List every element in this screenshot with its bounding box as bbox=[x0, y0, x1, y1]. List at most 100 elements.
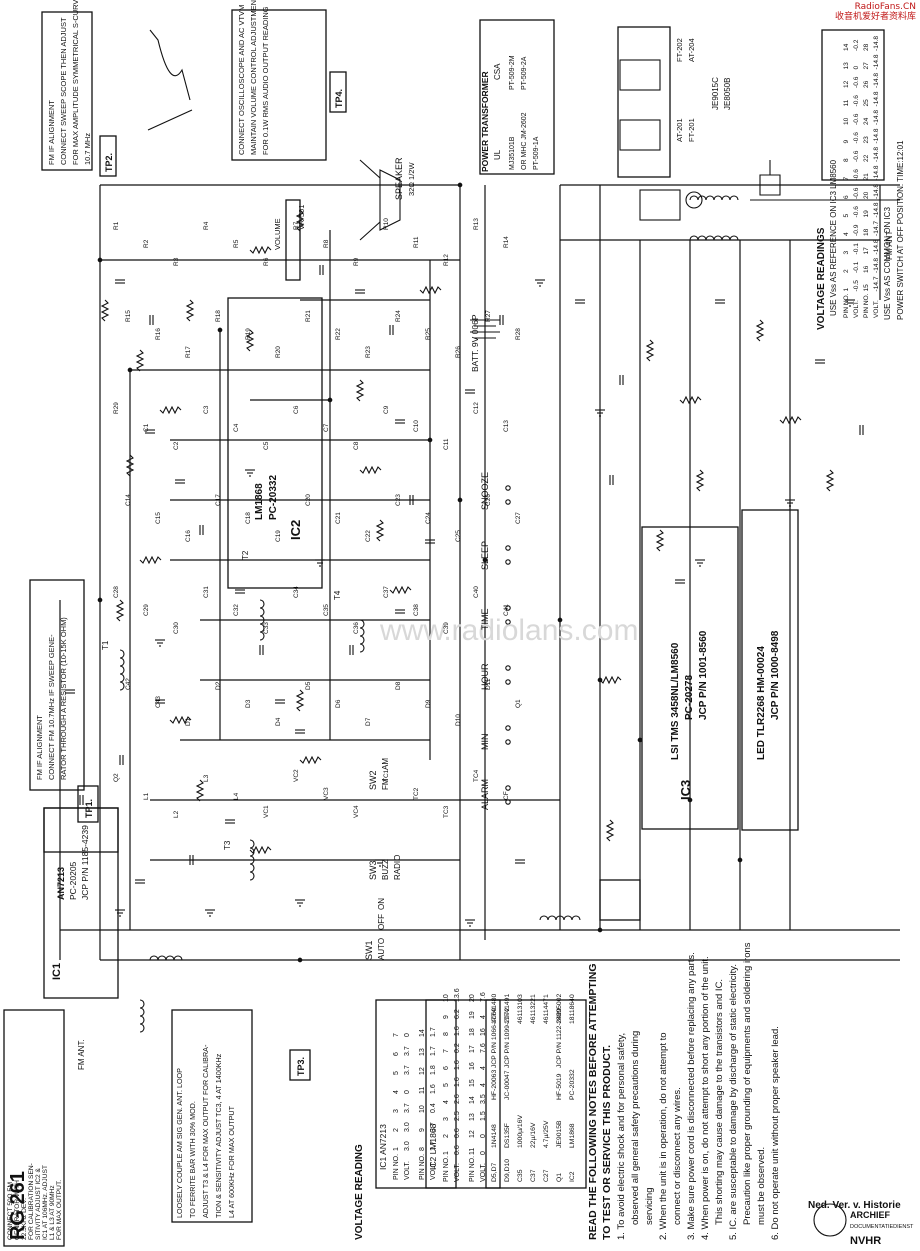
designator-r11: R11 bbox=[413, 236, 420, 248]
ic2-cell: 2.5 bbox=[454, 1111, 461, 1121]
archive-line-1: Ned. Ver. v. Historie bbox=[808, 1200, 901, 1211]
ic1-cell: 3.0 bbox=[404, 1141, 411, 1151]
ic2-cell: 6 bbox=[443, 1066, 450, 1070]
designator-d6: D6 bbox=[335, 699, 342, 708]
ic2-cell: 13 bbox=[469, 1113, 476, 1121]
designator-d8: D8 bbox=[395, 681, 402, 690]
ic3-voltage-footer-2: POWER SWITCH AT OFF POSITION. TIME:12:01 bbox=[896, 140, 905, 320]
tp1-box bbox=[77, 785, 99, 823]
resistor-27 bbox=[195, 779, 205, 802]
ic3-voltage-cell: 24 bbox=[863, 117, 870, 125]
designator-tc1: TC1 bbox=[383, 769, 390, 782]
ic1-cell: PIN NO. bbox=[393, 1154, 400, 1180]
sw1-label: SW1 bbox=[364, 940, 374, 960]
resistor-13 bbox=[389, 585, 412, 595]
ic3-voltage-cell: -0.1 bbox=[853, 261, 860, 273]
designator-tc4: TC4 bbox=[473, 769, 480, 782]
button-snooze: SNOOZE bbox=[480, 472, 490, 510]
inductor-t4 bbox=[359, 619, 365, 653]
note-line-10: Precaution like proper grounding of equi… bbox=[742, 942, 753, 1225]
tp1-label: TP1. bbox=[84, 799, 94, 818]
ic3-voltage-cell: -14.8 bbox=[873, 165, 880, 180]
ic1-cell: PIN NO. bbox=[419, 1154, 426, 1180]
ic3-voltage-cell: 25 bbox=[863, 99, 870, 107]
parts-cell: 4.7µ/25V bbox=[543, 1120, 550, 1148]
am-loop-line: ADJUST T3 & L4 FOR MAX OUTPUT FOR CALIBR… bbox=[201, 1044, 210, 1218]
ic3-voltage-cell: -14.8 bbox=[873, 54, 880, 69]
ic3-label: PC-20278 bbox=[684, 675, 695, 720]
ic1-cell: 9 bbox=[419, 1128, 426, 1132]
fm-if-top-line: CONNECT SWEEP SCOPE THEN ADJUST bbox=[59, 17, 68, 165]
button-contact bbox=[505, 559, 511, 565]
button-contact bbox=[505, 619, 511, 625]
ic2-cell: 16 bbox=[469, 1062, 476, 1070]
designator-c42: C42 bbox=[125, 678, 132, 690]
ic1-label-box bbox=[43, 807, 119, 853]
button-contact bbox=[505, 499, 511, 505]
designator-c19: C19 bbox=[275, 530, 282, 542]
ic2-cell: 1.5 bbox=[480, 1111, 487, 1121]
led-label: JCP P/N 1000-8498 bbox=[770, 630, 781, 720]
tp2-label: TP2. bbox=[104, 153, 114, 172]
designator-q2: Q2 bbox=[113, 773, 120, 782]
ic3-voltage-cell: -0.6 bbox=[853, 187, 860, 199]
ic2-cell: PIN NO. bbox=[469, 1156, 476, 1182]
ic3-voltage-cell: 14 bbox=[843, 43, 850, 51]
parts-cell: 1N4148 bbox=[491, 1124, 498, 1148]
designator-c35: C35 bbox=[323, 604, 330, 616]
ic2-label: PC-20332 bbox=[268, 475, 279, 520]
led-label: LED TLR2268 HM-00024 bbox=[756, 646, 767, 760]
ic3-voltage-cell: 3 bbox=[843, 251, 850, 255]
ic2-cell: 0 bbox=[480, 1134, 487, 1138]
button-alarm: ALARM bbox=[480, 779, 490, 810]
ic1-cell: 10 bbox=[419, 1105, 426, 1113]
transformer-primary bbox=[689, 195, 739, 201]
ic1-cell: 1.8 bbox=[430, 1065, 437, 1075]
designator-r16: R16 bbox=[155, 328, 162, 340]
designator-c26: C26 bbox=[485, 494, 492, 506]
pt-col-csa: CSA bbox=[493, 63, 502, 80]
archive-logo bbox=[813, 1203, 847, 1237]
ic2-cell: 3.5 bbox=[480, 1094, 487, 1104]
ic3-voltage-cell: 0 bbox=[853, 66, 860, 70]
ic3-voltage-cell: 7 bbox=[843, 177, 850, 181]
ic1-cell: 3.7 bbox=[404, 1103, 411, 1113]
junction bbox=[687, 797, 693, 803]
ic1-voltage-box bbox=[375, 999, 457, 1189]
designator-r13: R13 bbox=[473, 218, 480, 230]
parts-cell: 1000µ/16V bbox=[517, 1115, 524, 1148]
fm-ant-top-label: FM ANT bbox=[885, 231, 894, 260]
designator-c24: C24 bbox=[425, 512, 432, 524]
designator-c6: C6 bbox=[293, 405, 300, 414]
fm-if-top-line: 10.7 MHz bbox=[83, 133, 92, 165]
ic3-label: LSI TMS 3458NL/LM8560 bbox=[670, 642, 681, 760]
fm-if-alignment-box bbox=[41, 11, 93, 171]
junction bbox=[457, 182, 463, 188]
ic3-voltage-cell: -0.6 bbox=[853, 150, 860, 162]
ic2-cell: 20 bbox=[469, 994, 476, 1002]
parts-cell: LM1868 bbox=[569, 1123, 576, 1148]
sw3-buzz: BUZZ bbox=[381, 859, 390, 880]
designator-r25: R25 bbox=[425, 328, 432, 340]
note-line-7: 4. When power is on, do not attempt to s… bbox=[700, 956, 711, 1240]
designator-r9: R9 bbox=[353, 257, 360, 266]
ic2-cell: 4 bbox=[480, 1083, 487, 1087]
parts-cell: HF-5019 bbox=[556, 1073, 563, 1100]
ic1-label: PC-20205 bbox=[68, 861, 78, 900]
pt-col-ul: UL bbox=[493, 149, 502, 160]
designator-c21: C21 bbox=[335, 512, 342, 524]
ic2-cell: 11 bbox=[469, 1148, 476, 1155]
ic2-cell: 1 bbox=[443, 1151, 450, 1155]
button-sleep: SLEEP bbox=[480, 541, 490, 570]
junction bbox=[457, 497, 463, 503]
designator-c23: C23 bbox=[395, 494, 402, 506]
ic3-designator: IC3 bbox=[678, 780, 693, 800]
ic3-voltage-cell: -14.8 bbox=[873, 184, 880, 199]
designator-c29: C29 bbox=[143, 604, 150, 616]
designator-r5: R5 bbox=[233, 239, 240, 248]
ic1-cell: 0.4 bbox=[430, 1103, 437, 1113]
designator-r28: R28 bbox=[515, 328, 522, 340]
ic3-voltage-cell: 2 bbox=[843, 269, 850, 273]
designator-c8: C8 bbox=[353, 441, 360, 450]
resistor-25 bbox=[419, 285, 442, 295]
